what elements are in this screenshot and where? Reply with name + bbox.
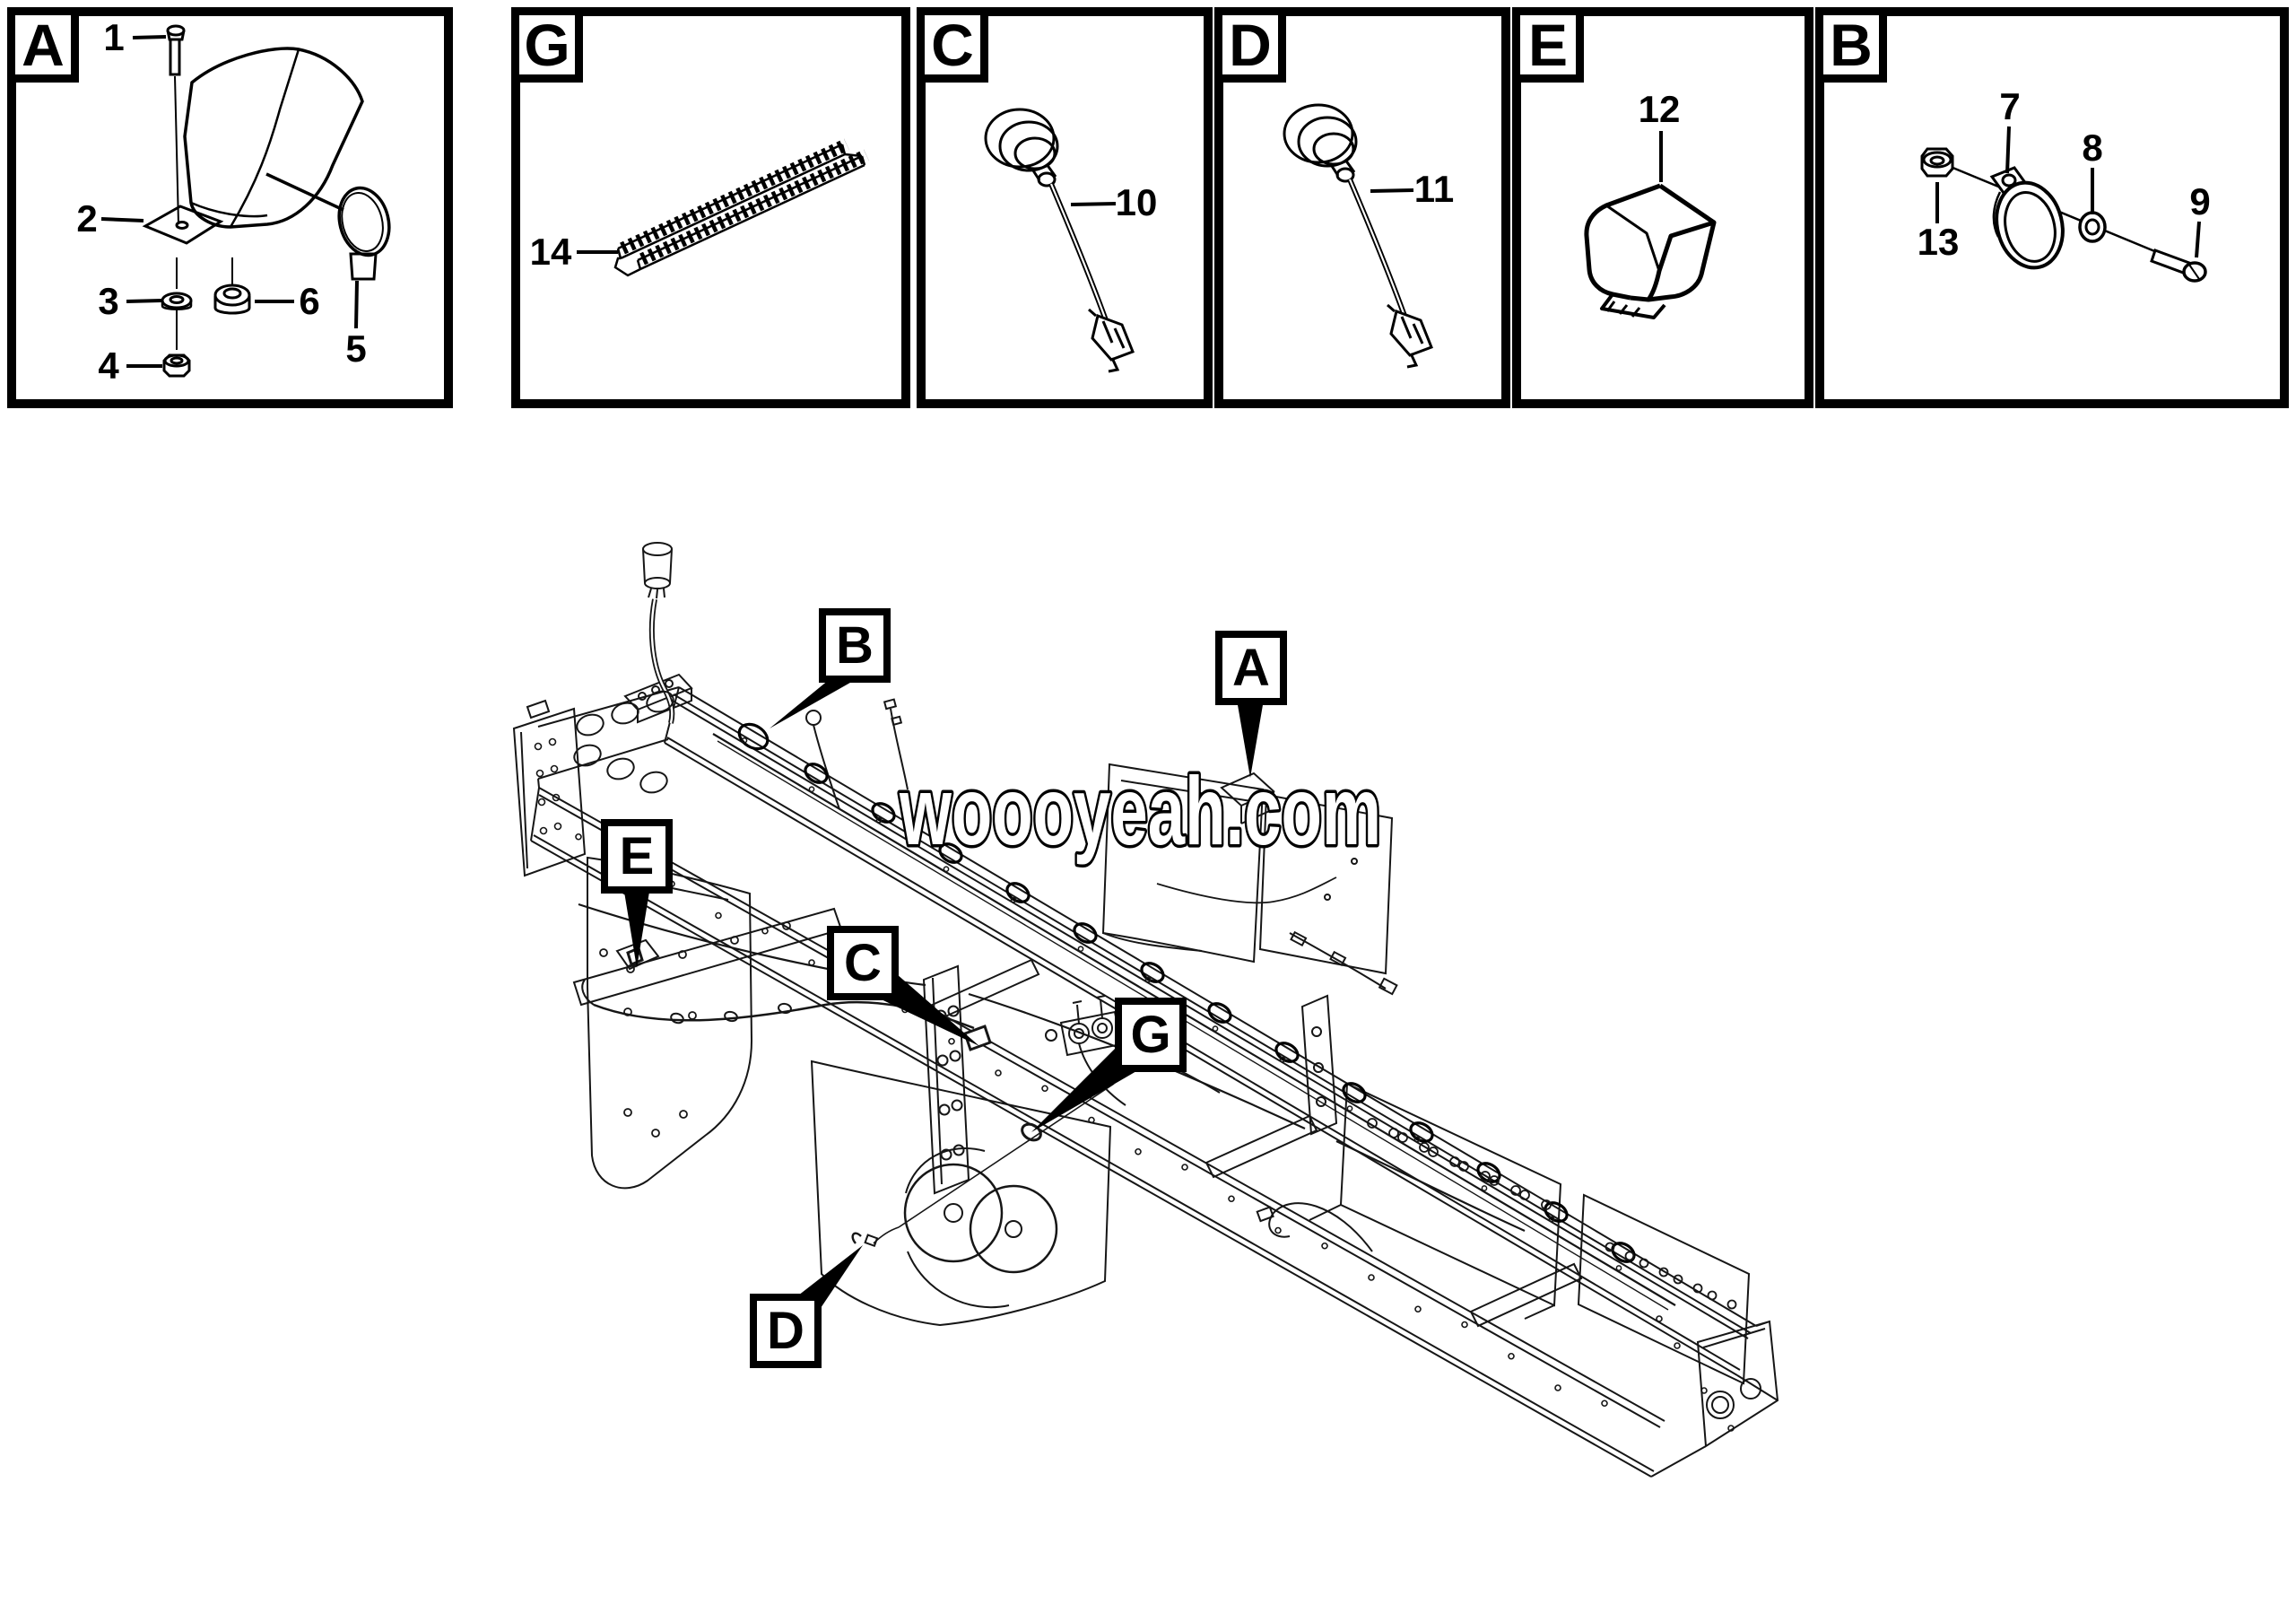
part-number-2: 2 [76, 197, 98, 240]
callout-a: A [1215, 631, 1287, 705]
part-number-9: 9 [2189, 180, 2211, 222]
panel-e-label: E [1512, 7, 1584, 83]
callout-c: C [827, 926, 899, 1000]
callout-g-letter: G [1130, 1005, 1171, 1064]
part-number-13: 13 [1917, 221, 1960, 263]
panel-g-letter: G [524, 12, 570, 78]
callout-a-pointer [1237, 700, 1264, 778]
callout-e: E [601, 819, 673, 894]
part-number-7: 7 [1999, 85, 2021, 127]
part-number-14: 14 [529, 231, 572, 273]
panel-c [917, 7, 1213, 408]
part-number-8: 8 [2082, 126, 2103, 169]
panel-b-label: B [1815, 7, 1887, 83]
panel-d-letter: D [1229, 12, 1272, 78]
panel-d-label: D [1214, 7, 1286, 83]
panel-a-label: A [7, 7, 79, 83]
panel-d [1214, 7, 1510, 408]
part-number-12: 12 [1638, 88, 1681, 130]
panel-e-letter: E [1527, 12, 1569, 78]
callout-d: D [750, 1294, 822, 1368]
panel-g-label: G [511, 7, 583, 83]
part-number-10: 10 [1115, 181, 1158, 223]
callout-b-letter: B [836, 615, 874, 675]
part-number-11: 11 [1413, 168, 1455, 210]
panel-e [1512, 7, 1813, 408]
callout-g: G [1115, 998, 1187, 1072]
panel-a [7, 7, 453, 408]
panel-b-letter: B [1830, 12, 1873, 78]
panel-c-label: C [917, 7, 988, 83]
part-number-5: 5 [345, 327, 367, 370]
part-number-1: 1 [103, 16, 125, 58]
part-number-3: 3 [98, 280, 119, 322]
callout-b: B [819, 608, 891, 683]
panel-a-letter: A [22, 12, 65, 78]
panel-c-letter: C [931, 12, 974, 78]
callout-e-pointer [623, 886, 650, 968]
callout-a-letter: A [1232, 638, 1270, 697]
callout-b-pointer [770, 676, 863, 728]
callout-c-letter: C [844, 933, 882, 992]
part-number-6: 6 [299, 280, 320, 322]
callout-e-letter: E [619, 826, 655, 885]
panel-g [511, 7, 910, 408]
callout-d-letter: D [767, 1301, 804, 1360]
watermark-text: woooyeah.com [899, 756, 1381, 865]
part-number-4: 4 [98, 344, 119, 387]
panel-b [1815, 7, 2289, 408]
